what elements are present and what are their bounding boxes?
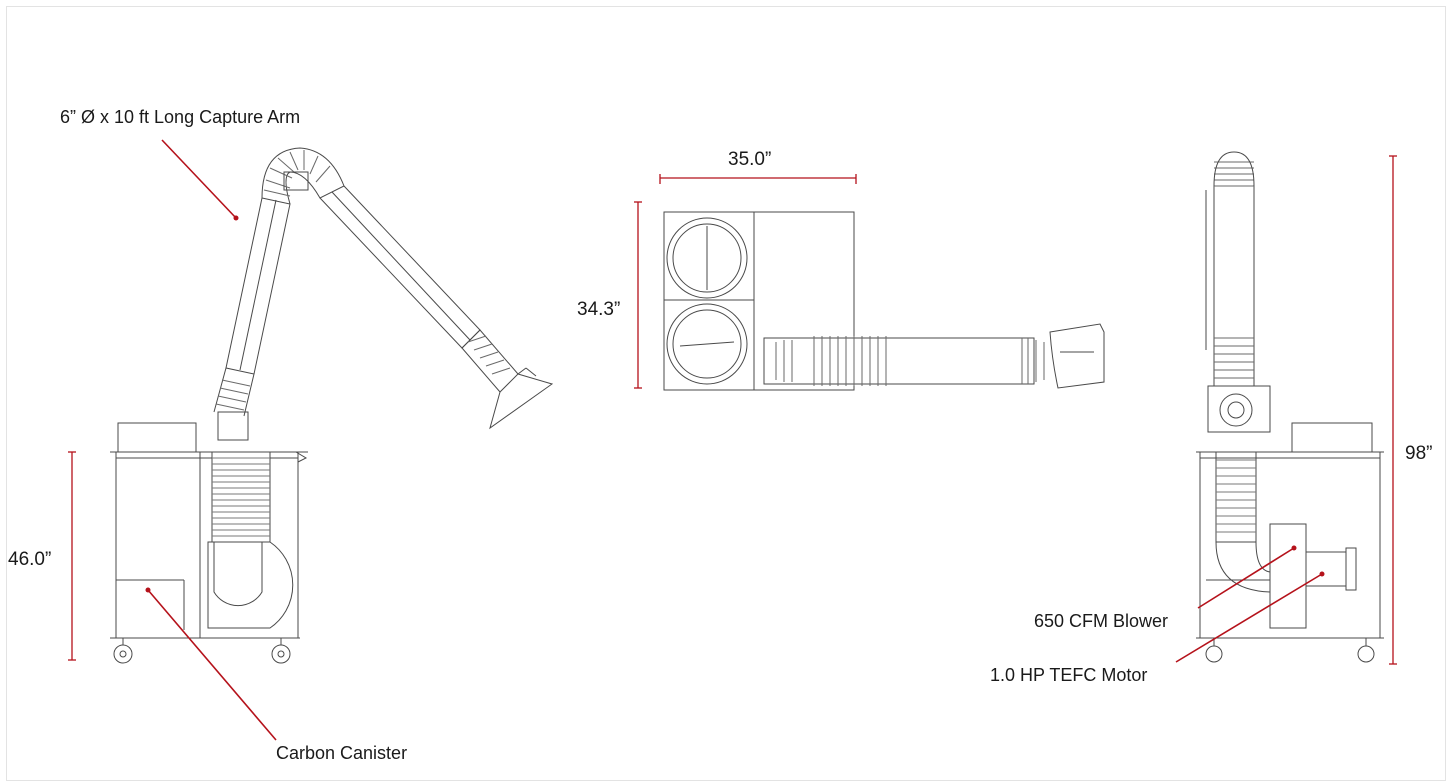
side-height-dimension: 46.0” [8,549,52,570]
callout-leaders [145,139,1325,741]
capture-arm-label: 6” Ø x 10 ft Long Capture Arm [60,107,301,127]
overall-height-dimension: 98” [1405,443,1433,464]
top-width-dimension: 35.0” [728,149,772,170]
carbon-canister-label: Carbon Canister [276,743,408,763]
motor-label: 1.0 HP TEFC Motor [990,665,1148,685]
dimension-lines [68,155,1397,665]
blower-label: 650 CFM Blower [1034,611,1169,631]
top-view [663,211,1105,391]
front-view [1196,151,1384,663]
top-depth-dimension: 34.3” [577,299,621,320]
side-view [110,147,554,664]
